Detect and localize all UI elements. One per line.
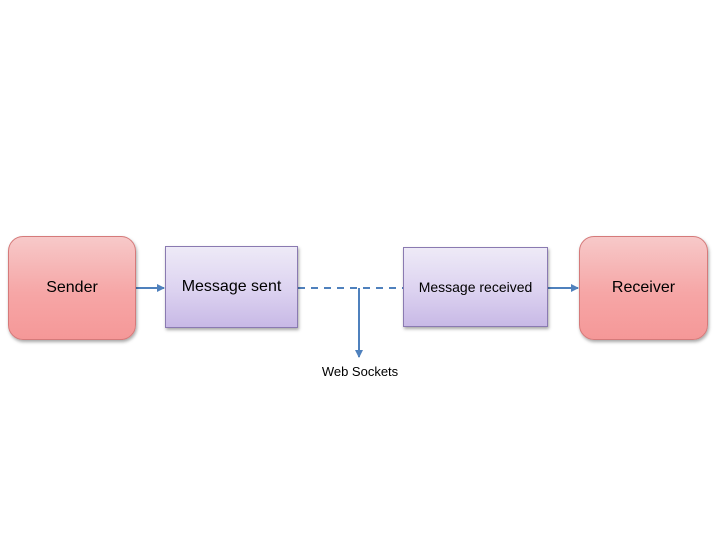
message-sent-label: Message sent bbox=[181, 278, 282, 295]
web-sockets-label: Web Sockets bbox=[321, 364, 399, 379]
message-received-label: Message received bbox=[418, 279, 533, 295]
sender-node: Sender bbox=[8, 236, 136, 340]
receiver-label: Receiver bbox=[611, 279, 676, 296]
sender-label: Sender bbox=[46, 279, 98, 296]
message-received-node: Message received bbox=[403, 247, 548, 327]
receiver-node: Receiver bbox=[579, 236, 708, 340]
message-sent-node: Message sent bbox=[165, 246, 298, 328]
